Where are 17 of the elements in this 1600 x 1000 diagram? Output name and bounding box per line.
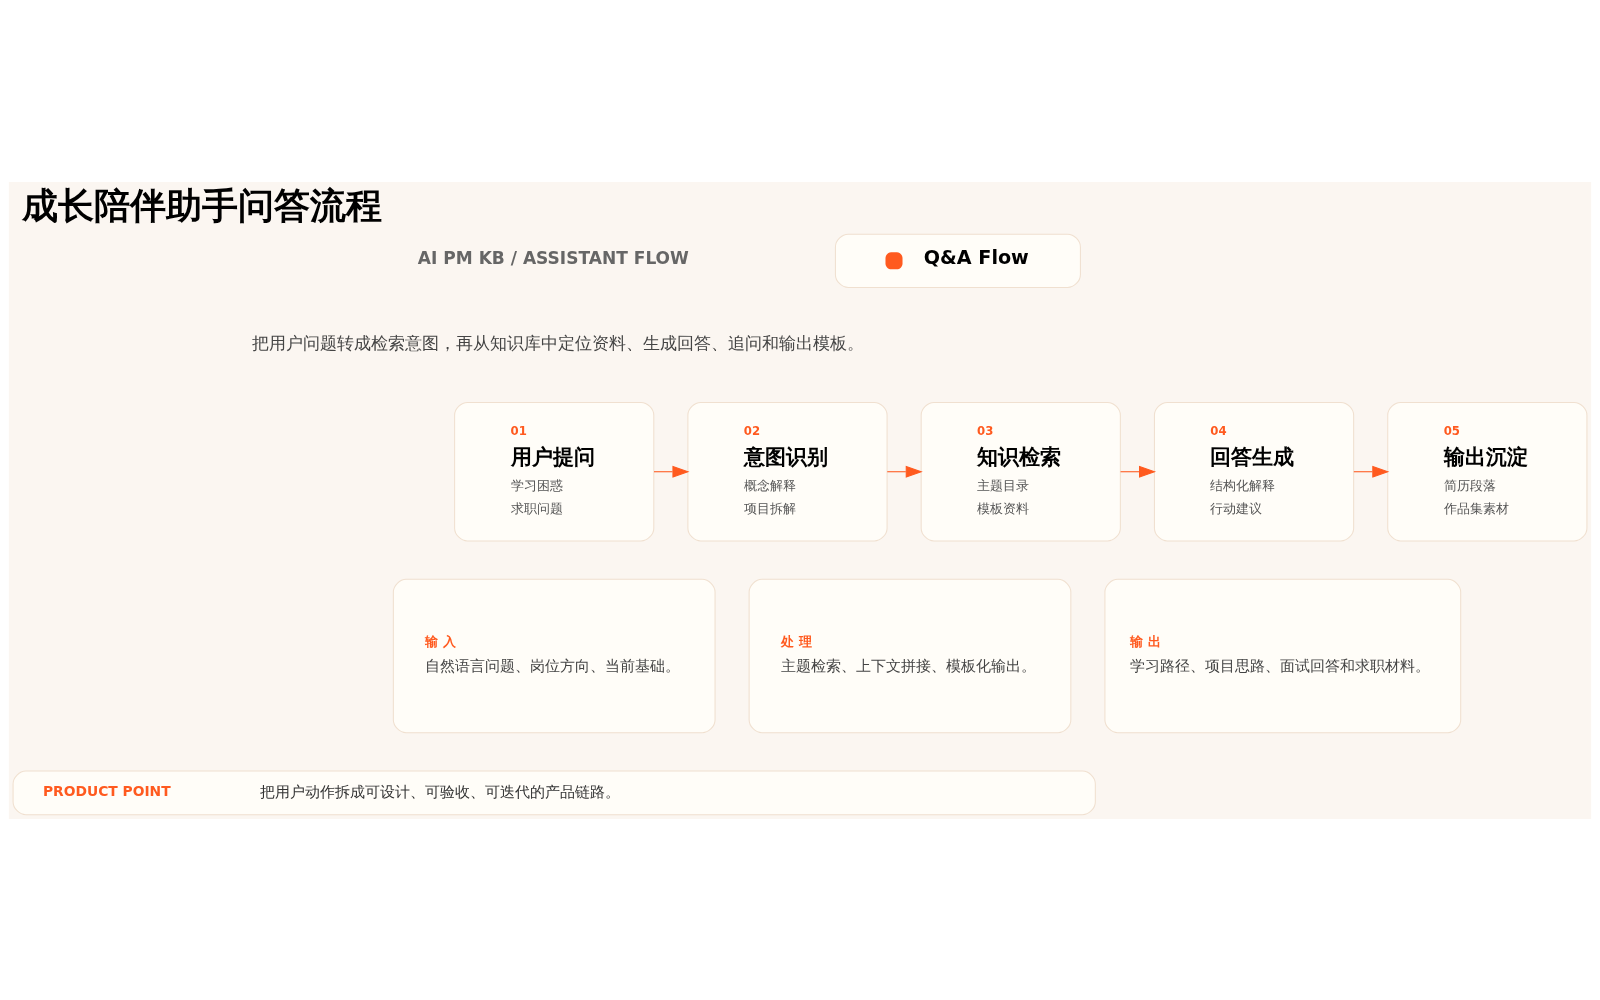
- arrow: [886, 465, 923, 478]
- arrow: [1353, 465, 1390, 478]
- node-box: 01 用户提问 学习困惑 求职问题: [454, 401, 655, 541]
- node-box: 输 出 学习路径、项目思路、面试回答和求职材料。: [1104, 578, 1462, 733]
- node-box: 05 输出沉淀 简历段落 作品集素材: [1387, 401, 1588, 541]
- node-box: PRODUCT POINT 把用户动作拆成可设计、可验收、可迭代的产品链路。: [12, 770, 1096, 815]
- node-box: 输 入 自然语言问题、岗位方向、当前基础。: [392, 578, 716, 733]
- label: AI PM KB / ASSISTANT FLOW: [417, 247, 689, 268]
- node-box: 处 理 主题检索、上下文拼接、模板化输出。: [748, 578, 1072, 733]
- node-box: 03 知识检索 主题目录 模板资料: [920, 401, 1121, 541]
- arrow: [653, 465, 690, 478]
- arrow: [1120, 465, 1157, 478]
- label: 把用户问题转成检索意图，再从知识库中定位资料、生成回答、追问和输出模板。: [251, 332, 864, 353]
- node-box: 04 回答生成 结构化解释 行动建议: [1153, 401, 1355, 541]
- node-box: 02 意图识别 概念解释 项目拆解: [687, 401, 888, 541]
- diagram-title: 成长陪伴助手问答流程: [21, 183, 382, 227]
- node-box: Q&A Flow: [834, 233, 1081, 288]
